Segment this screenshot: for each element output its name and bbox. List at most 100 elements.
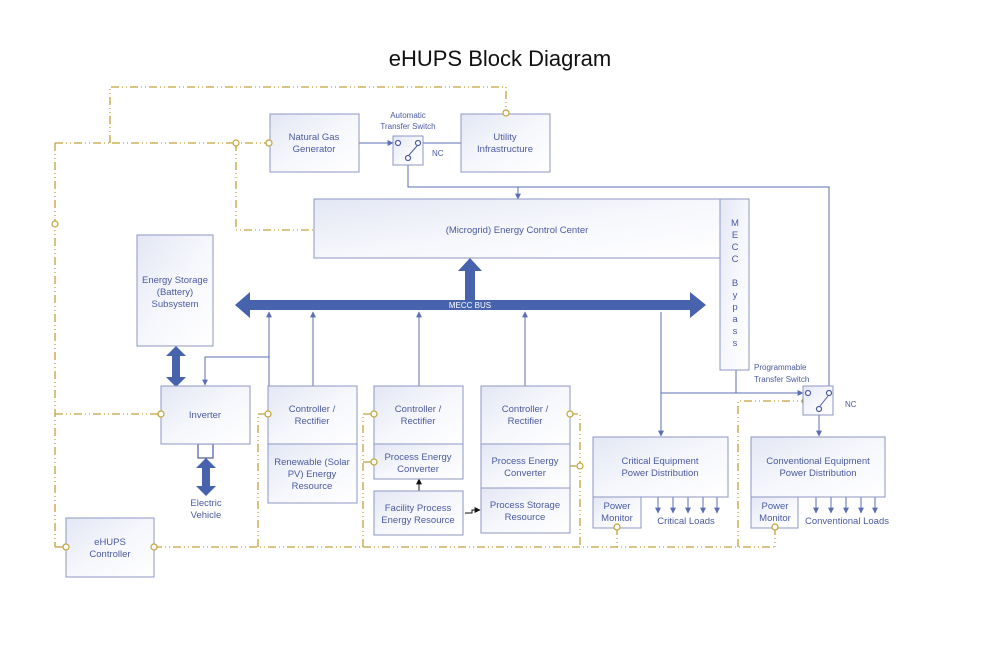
- svg-text:Controller /: Controller /: [395, 404, 442, 415]
- svg-text:Energy Resource: Energy Resource: [381, 515, 454, 526]
- battery-inverter-arrow: [166, 346, 186, 387]
- block-inverter[interactable]: Inverter: [160, 385, 251, 445]
- svg-text:Energy Storage: Energy Storage: [142, 275, 208, 286]
- block-mecc-bypass[interactable]: M E C C B y p a s s: [719, 198, 750, 371]
- electric-vehicle-label: Vehicle: [191, 510, 222, 521]
- process-energy-converter-1[interactable]: [373, 443, 464, 480]
- block-conventional-distribution[interactable]: Conventional Equipment Power Distributio…: [750, 436, 889, 529]
- control-node: [150, 543, 158, 551]
- svg-text:a: a: [732, 314, 738, 325]
- facility-process-energy-resource[interactable]: [373, 490, 464, 536]
- control-node: [576, 462, 584, 470]
- controller-rectifier-3[interactable]: [480, 385, 571, 445]
- control-line-pts: [737, 400, 805, 547]
- control-node: [157, 410, 165, 418]
- block-ehups-controller[interactable]: eHUPS Controller: [65, 517, 155, 578]
- svg-text:Power: Power: [604, 501, 631, 512]
- renewable-energy-resource[interactable]: [267, 443, 358, 504]
- programmable-transfer-switch[interactable]: Programmable Transfer Switch NC: [754, 363, 857, 416]
- svg-text:(Microgrid) Energy Control Cen: (Microgrid) Energy Control Center: [446, 225, 589, 236]
- svg-text:Controller /: Controller /: [289, 404, 336, 415]
- svg-text:Utility: Utility: [493, 132, 516, 143]
- svg-text:Critical Equipment: Critical Equipment: [621, 456, 698, 467]
- controller-rectifier-2[interactable]: [373, 385, 464, 445]
- control-node: [771, 523, 779, 531]
- block-natural-gas-generator[interactable]: Natural Gas Generator: [269, 113, 360, 173]
- control-node: [370, 410, 378, 418]
- control-node: [370, 458, 378, 466]
- svg-text:Facility Process: Facility Process: [385, 503, 452, 514]
- svg-text:Renewable (Solar: Renewable (Solar: [274, 457, 350, 468]
- critical-loads-label: Critical Loads: [657, 516, 715, 527]
- power-monitor-conventional[interactable]: [750, 496, 799, 529]
- electric-vehicle-label: Electric: [190, 498, 221, 509]
- wire-facility-storage: [465, 507, 481, 514]
- switch-contact: [414, 139, 422, 147]
- svg-text:Transfer Switch: Transfer Switch: [754, 375, 809, 384]
- switch-blade: [408, 145, 418, 156]
- block-facility-stack[interactable]: Controller / Rectifier Process Energy Co…: [373, 385, 464, 536]
- svg-text:E: E: [732, 230, 738, 241]
- block-energy-control-center[interactable]: (Microgrid) Energy Control Center: [313, 198, 721, 259]
- control-node: [566, 410, 574, 418]
- control-line-cr1: [257, 413, 268, 547]
- svg-text:Process Energy: Process Energy: [384, 452, 451, 463]
- svg-text:Converter: Converter: [397, 464, 439, 475]
- wire-ats-output: [407, 158, 830, 390]
- svg-text:Rectifier: Rectifier: [295, 416, 330, 427]
- svg-text:Generator: Generator: [293, 144, 336, 155]
- switch-blade: [819, 395, 829, 407]
- svg-text:Automatic: Automatic: [390, 111, 426, 120]
- block-utility-infrastructure[interactable]: Utility Infrastructure: [460, 113, 551, 173]
- switch-contact: [394, 139, 402, 147]
- svg-text:Power Distribution: Power Distribution: [621, 468, 698, 479]
- automatic-transfer-switch[interactable]: Automatic Transfer Switch NC: [380, 111, 444, 166]
- control-line-top: [109, 86, 507, 143]
- svg-text:Programmable: Programmable: [754, 363, 807, 372]
- control-node: [62, 543, 70, 551]
- svg-text:Controller: Controller: [89, 549, 130, 560]
- svg-text:Resource: Resource: [292, 481, 333, 492]
- switch-contact: [804, 389, 812, 397]
- switch-contact: [404, 154, 412, 162]
- control-node-overlay: [62, 109, 779, 551]
- process-energy-converter-2[interactable]: [480, 443, 571, 489]
- svg-text:y: y: [733, 290, 738, 301]
- bus-ecc-arrow: [458, 258, 482, 300]
- process-storage-resource[interactable]: [480, 487, 571, 534]
- svg-text:C: C: [732, 242, 739, 253]
- svg-text:Infrastructure: Infrastructure: [477, 144, 533, 155]
- block-process-storage-stack[interactable]: Controller / Rectifier Process Energy Co…: [480, 385, 571, 534]
- svg-text:Monitor: Monitor: [601, 513, 633, 524]
- ev-arrow: [196, 458, 216, 496]
- pts-nc-label: NC: [845, 400, 857, 409]
- control-line-cr2: [362, 413, 374, 547]
- control-line-ecc: [235, 143, 314, 231]
- diagram-title: eHUPS Block Diagram: [389, 46, 612, 71]
- svg-text:Converter: Converter: [504, 468, 546, 479]
- svg-text:s: s: [733, 326, 738, 337]
- ats-nc-label: NC: [432, 149, 444, 158]
- power-monitor-critical[interactable]: [592, 496, 642, 529]
- svg-text:Process Energy: Process Energy: [491, 456, 558, 467]
- svg-text:C: C: [732, 254, 739, 265]
- controller-rectifier-1[interactable]: [267, 385, 358, 445]
- switch-contact: [815, 405, 823, 413]
- control-node: [232, 139, 240, 147]
- svg-text:Process Storage: Process Storage: [490, 500, 560, 511]
- block-energy-storage[interactable]: Energy Storage (Battery) Subsystem: [136, 234, 214, 347]
- svg-text:Monitor: Monitor: [759, 513, 791, 524]
- svg-text:(Battery): (Battery): [157, 287, 193, 298]
- control-node: [264, 410, 272, 418]
- control-node: [502, 109, 510, 117]
- control-node: [613, 523, 621, 531]
- svg-text:Power Distribution: Power Distribution: [779, 468, 856, 479]
- block-renewable-stack[interactable]: Controller / Rectifier Renewable (Solar …: [267, 385, 358, 504]
- svg-text:PV) Energy: PV) Energy: [288, 469, 337, 480]
- switch-contact: [825, 389, 833, 397]
- block-critical-distribution[interactable]: Critical Equipment Power Distribution Po…: [592, 436, 729, 529]
- wire-bus-inverter: [202, 356, 269, 386]
- svg-text:s: s: [733, 338, 738, 349]
- svg-text:eHUPS: eHUPS: [94, 537, 126, 548]
